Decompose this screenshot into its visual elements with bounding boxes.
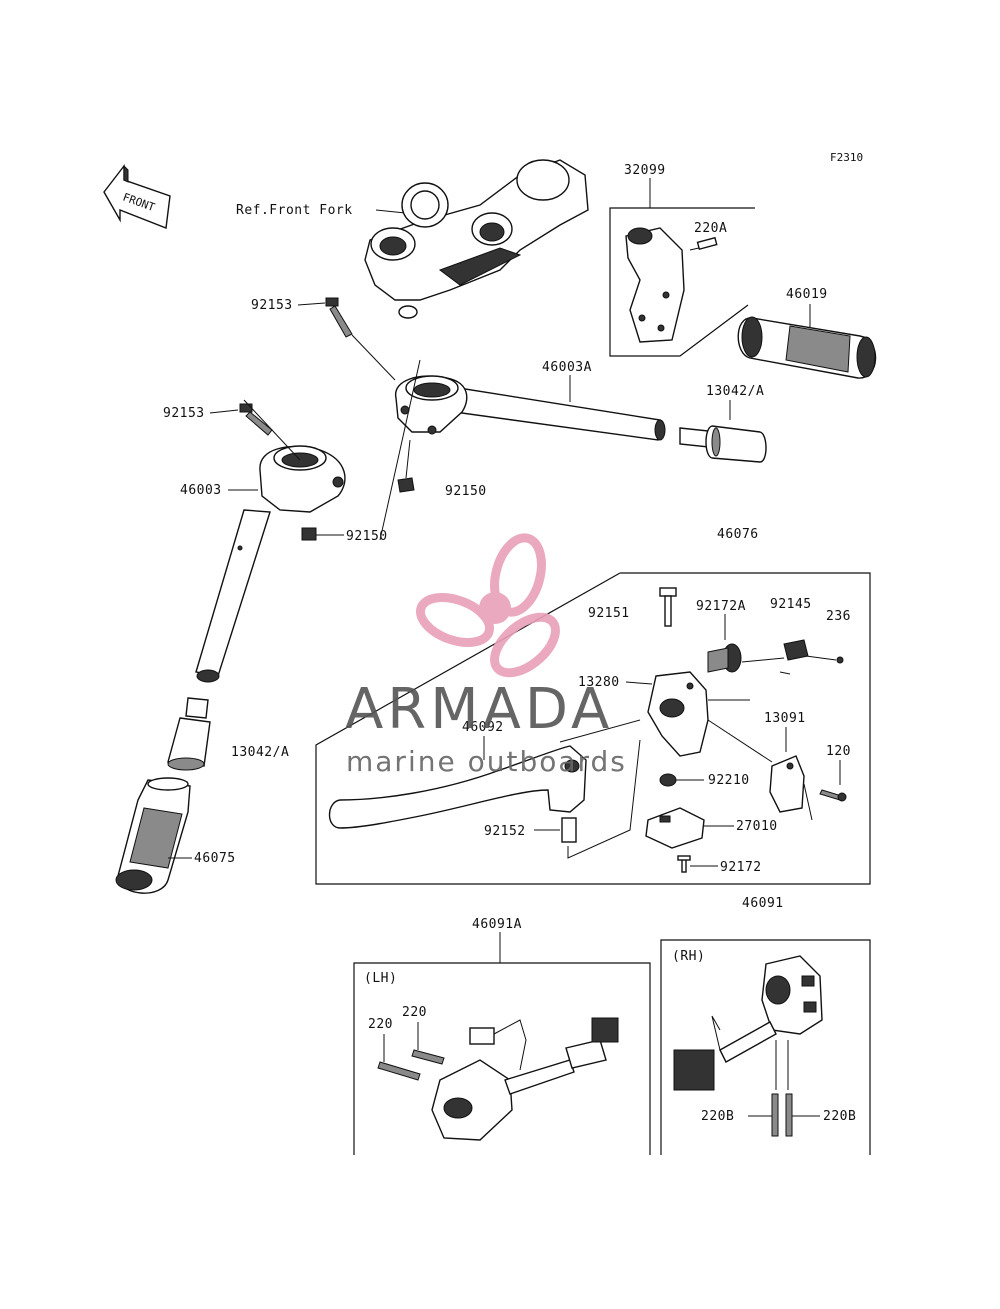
part-46003-label: 46003 [180, 483, 222, 498]
bar-end-left: 13042/A [167, 697, 289, 771]
part-92172-label: 92172 [720, 860, 762, 875]
part-46075-label: 46075 [194, 851, 236, 866]
nut-92150-left: 92150 [301, 527, 388, 544]
part-92150a-label: 92150 [445, 484, 487, 499]
part-92153a-label: 92153 [251, 298, 293, 313]
part-92150b-label: 92150 [346, 529, 388, 544]
watermark-brand: ARMADA [345, 677, 613, 742]
part-13280-label: 13280 [578, 675, 620, 690]
upper-triple-clamp [364, 159, 589, 319]
ref-front-fork-label: Ref.Front Fork [236, 203, 353, 218]
part-220B-left-label: 220B [701, 1109, 734, 1124]
bar-end-right: 13042/A [679, 384, 767, 463]
part-46092-label: 46092 [462, 720, 504, 735]
part-46091-label: 46091 [742, 896, 784, 911]
rh-label: (RH) [672, 949, 705, 964]
clutch-lever-assembly: 92151 92172A 92145 236 13280 46092 13091 [315, 572, 871, 885]
part-236-label: 236 [826, 609, 851, 624]
part-32099-label: 32099 [624, 163, 666, 178]
part-92151-label: 92151 [588, 606, 630, 621]
part-46076-label: 46076 [717, 527, 759, 542]
watermark-tagline: marine outboards [346, 745, 627, 778]
part-92145-label: 92145 [770, 597, 812, 612]
handlebar-46003: 46003 [180, 399, 346, 683]
part-220A-label: 220A [694, 221, 727, 236]
handlebar-46003A: 46003A [379, 359, 666, 541]
part-27010-label: 27010 [736, 819, 778, 834]
figure-code: F2310 [830, 151, 863, 164]
clamp-holder-group: 32099 220A [609, 163, 755, 357]
part-92172A-label: 92172A [696, 599, 746, 614]
nut-92150-right: 92150 [397, 439, 487, 499]
right-grip: 46019 [737, 287, 877, 379]
part-92152-label: 92152 [484, 824, 526, 839]
part-92210-label: 92210 [708, 773, 750, 788]
part-220B-right-label: 220B [823, 1109, 856, 1124]
left-handlebar-switch: 46091A (LH) 220 220 [353, 917, 651, 1155]
part-46003A-label: 46003A [542, 360, 592, 375]
part-46091A-label: 46091A [472, 917, 522, 932]
part-13042A-right-label: 13042/A [706, 384, 764, 399]
part-92153b-label: 92153 [163, 406, 205, 421]
lh-label: (LH) [364, 971, 397, 986]
front-direction-arrow: FRONT [103, 163, 171, 229]
part-220b-label: 220 [402, 1005, 427, 1020]
left-grip: 46075 [115, 777, 236, 894]
part-46019-label: 46019 [786, 287, 828, 302]
bolt-92153-lower: 92153 [163, 403, 273, 436]
propeller-logo [415, 533, 560, 678]
right-handlebar-switch: (RH) 220B 220B [660, 939, 871, 1155]
part-13042A-left-label: 13042/A [231, 745, 289, 760]
armada-watermark: ARMADA marine outboards [345, 533, 627, 778]
part-220a-label: 220 [368, 1017, 393, 1032]
part-13091-label: 13091 [764, 711, 806, 726]
bolt-92153-upper: 92153 [251, 297, 396, 381]
part-120-label: 120 [826, 744, 851, 759]
